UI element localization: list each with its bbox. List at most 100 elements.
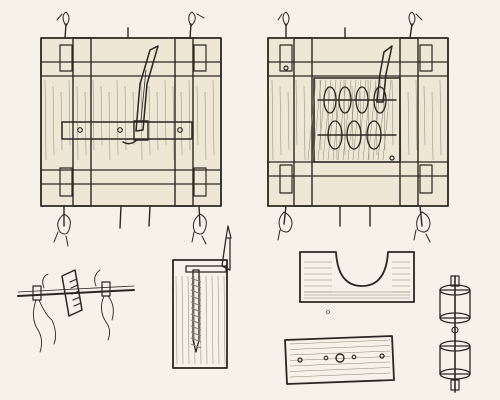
pin-hole: [326, 310, 330, 314]
tie-cord: [53, 213, 71, 247]
texture-stroke: [156, 91, 159, 151]
notch-marks: [69, 278, 82, 307]
texture-stroke: [181, 275, 184, 365]
bottom-rail: [40, 169, 222, 185]
texture-stroke: [319, 79, 322, 151]
bottom-peg: [119, 205, 122, 229]
drilled-plank: [284, 335, 395, 385]
bobbin-barrel: [439, 345, 471, 375]
crank-tip: [225, 225, 232, 239]
texture-stroke: [100, 85, 103, 146]
texture-stroke: [362, 79, 372, 161]
frame-body: [267, 37, 449, 207]
texture-stroke: [372, 79, 382, 161]
corner-recess: [279, 44, 293, 72]
texture-stroke: [289, 367, 391, 372]
texture-stroke: [199, 275, 202, 365]
texture-stroke: [423, 85, 426, 146]
texture-stroke: [303, 85, 306, 161]
spindle-crossbar-assembly: [17, 269, 135, 353]
loom-frame-closed: [40, 11, 222, 247]
texture-stroke: [44, 79, 47, 161]
texture-stroke: [295, 79, 298, 146]
hanging-thread: [94, 269, 101, 287]
texture-stroke: [357, 79, 367, 161]
tie-cord: [413, 211, 431, 243]
texture-stroke: [190, 307, 202, 313]
texture-stroke: [289, 350, 391, 356]
mechanism-compartment: [313, 77, 401, 163]
cradle-block: [299, 251, 415, 314]
texture-stroke: [190, 283, 202, 289]
texture-stroke: [116, 79, 119, 156]
texture-stroke: [322, 79, 332, 161]
texture-stroke: [190, 313, 202, 319]
corner-recess: [419, 164, 433, 194]
texture-stroke: [190, 295, 202, 301]
texture-stroke: [108, 91, 111, 161]
spindle-collar: [32, 285, 42, 301]
texture-stroke: [190, 325, 202, 331]
tie-cord: [277, 11, 290, 27]
crank-lever: [376, 45, 393, 103]
plank-hole: [351, 354, 357, 360]
texture-stroke: [148, 85, 151, 156]
corner-recess: [59, 44, 73, 72]
bolt-hole: [177, 127, 183, 133]
plank-hole-center: [335, 353, 345, 363]
block-grain: [175, 275, 226, 365]
screw-thread: [190, 277, 202, 349]
texture-stroke: [217, 275, 220, 365]
texture-stroke: [187, 275, 190, 365]
texture-stroke: [68, 79, 71, 146]
texture-stroke: [351, 85, 354, 151]
crank-handle: [122, 139, 138, 145]
texture-stroke: [164, 79, 167, 146]
texture-stroke: [190, 319, 202, 325]
corner-recess: [59, 167, 73, 197]
bobbin-pin: [451, 326, 459, 334]
texture-stroke: [367, 79, 370, 161]
tie-cord: [277, 211, 293, 241]
texture-stroke: [407, 91, 410, 156]
texture-stroke: [279, 85, 282, 156]
texture-stroke: [223, 275, 226, 365]
texture-stroke: [312, 79, 322, 161]
texture-stroke: [289, 345, 391, 350]
texture-stroke: [287, 91, 290, 151]
texture-stroke: [84, 91, 87, 156]
plank-hole: [323, 355, 329, 361]
cross-plate: [61, 121, 193, 140]
texture-stroke: [211, 275, 214, 365]
texture-stroke: [289, 372, 391, 378]
bobbin-knob: [450, 379, 460, 391]
spindle-rod: [17, 289, 135, 297]
block-base: [172, 259, 228, 369]
texture-stroke: [415, 79, 418, 151]
bolt-hole: [283, 65, 289, 71]
bobbin-pair: [439, 275, 471, 393]
texture-stroke: [289, 356, 391, 361]
texture-stroke: [205, 275, 208, 365]
top-rail: [267, 61, 449, 77]
grain-lines: [44, 79, 215, 161]
bolt-hole: [77, 127, 83, 133]
texture-stroke: [180, 91, 183, 156]
texture-stroke: [76, 85, 79, 161]
loom-frame-open: [267, 11, 449, 243]
bottom-peg: [198, 205, 201, 227]
plank-hole: [379, 353, 385, 359]
texture-stroke: [204, 91, 207, 161]
tie-cord: [188, 11, 205, 27]
texture-stroke: [375, 85, 378, 156]
cradle-grain: [304, 261, 410, 299]
texture-stroke: [60, 91, 63, 151]
texture-stroke: [190, 301, 202, 307]
hanging-thread: [101, 295, 111, 341]
texture-stroke: [431, 91, 434, 161]
bottom-peg: [419, 205, 423, 227]
texture-stroke: [289, 339, 391, 345]
texture-stroke: [382, 79, 392, 161]
